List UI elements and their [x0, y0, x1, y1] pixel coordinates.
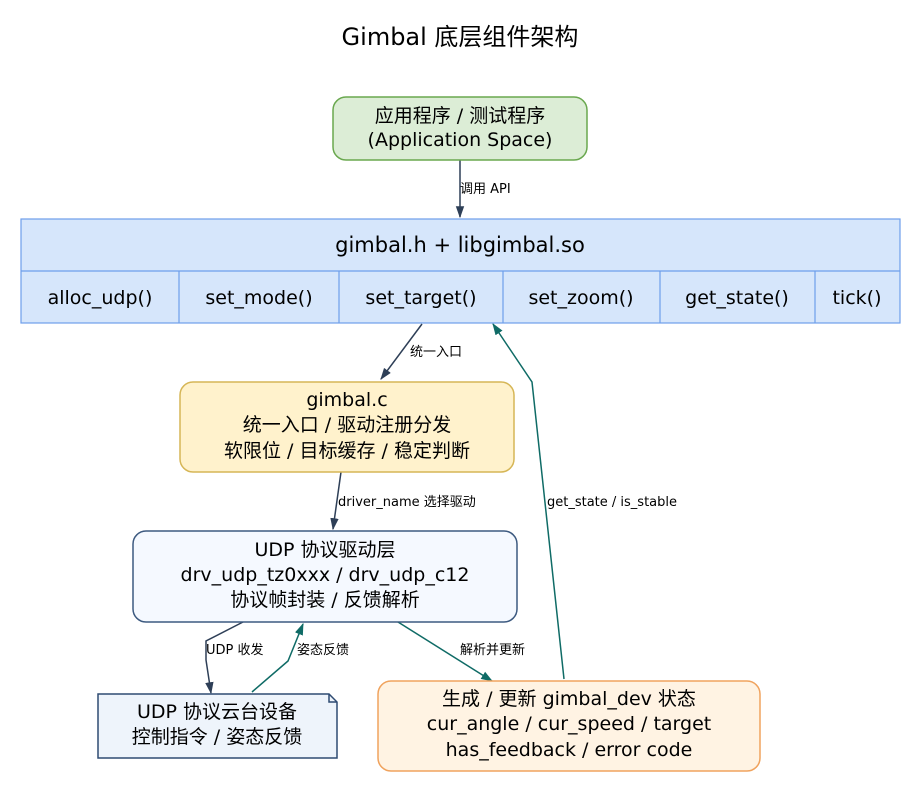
edge-state-to-lib [492, 323, 565, 680]
node-core-line-2: 统一入口 / 驱动注册分发 [243, 414, 451, 436]
edge-label-app-to-lib: 调用 API [460, 182, 511, 197]
node-core: gimbal.c 统一入口 / 驱动注册分发 软限位 / 目标缓存 / 稳定判断 [179, 381, 515, 473]
edge-driver-to-state [397, 621, 494, 682]
node-library-header: gimbal.h + libgimbal.so [335, 233, 585, 257]
lib-func-alloc-udp: alloc_udp() [48, 287, 153, 309]
edges: 调用 API 统一入口 driver_name 选择驱动 get_state /… [205, 160, 677, 695]
node-state-line-2: cur_angle / cur_speed / target [427, 713, 711, 735]
node-driver: UDP 协议驱动层 drv_udp_tz0xxx / drv_udp_c12 协… [132, 530, 518, 623]
node-application: 应用程序 / 测试程序 (Application Space) [332, 96, 588, 161]
edge-lib-to-core [380, 323, 423, 380]
diagram-title: Gimbal 底层组件架构 [342, 23, 579, 51]
lib-func-set-zoom: set_zoom() [528, 287, 633, 309]
node-state-line-1: 生成 / 更新 gimbal_dev 状态 [442, 688, 696, 710]
edge-driver-to-device [205, 621, 244, 695]
node-driver-line-1: UDP 协议驱动层 [254, 539, 395, 561]
node-core-line-1: gimbal.c [306, 389, 387, 411]
lib-func-set-target: set_target() [365, 287, 476, 309]
edge-label-core-to-driver: driver_name 选择驱动 [338, 495, 476, 510]
edge-device-to-driver [251, 622, 304, 693]
lib-func-get-state: get_state() [685, 287, 789, 309]
node-state: 生成 / 更新 gimbal_dev 状态 cur_angle / cur_sp… [377, 680, 761, 772]
edge-label-driver-to-state: 解析并更新 [460, 642, 525, 658]
node-state-line-3: has_feedback / error code [446, 739, 693, 761]
node-core-line-3: 软限位 / 目标缓存 / 稳定判断 [224, 440, 470, 462]
node-device-line-1: UDP 协议云台设备 [137, 701, 297, 723]
edge-label-driver-to-device: UDP 收发 [206, 642, 264, 658]
edge-core-to-driver [330, 471, 342, 531]
edge-label-lib-to-core: 统一入口 [410, 345, 462, 360]
edge-label-state-to-lib: get_state / is_stable [547, 495, 677, 510]
node-device-line-2: 控制指令 / 姿态反馈 [132, 726, 302, 748]
node-driver-line-2: drv_udp_tz0xxx / drv_udp_c12 [181, 564, 470, 586]
lib-func-tick: tick() [832, 287, 881, 309]
node-library: gimbal.h + libgimbal.so alloc_udp() set_… [20, 218, 901, 324]
node-application-line-2: (Application Space) [368, 129, 553, 151]
edge-label-device-to-driver: 姿态反馈 [297, 642, 349, 658]
lib-func-set-mode: set_mode() [205, 287, 312, 309]
node-device: UDP 协议云台设备 控制指令 / 姿态反馈 [97, 693, 338, 759]
node-driver-line-3: 协议帧封装 / 反馈解析 [230, 589, 419, 611]
node-application-line-1: 应用程序 / 测试程序 [375, 105, 545, 127]
